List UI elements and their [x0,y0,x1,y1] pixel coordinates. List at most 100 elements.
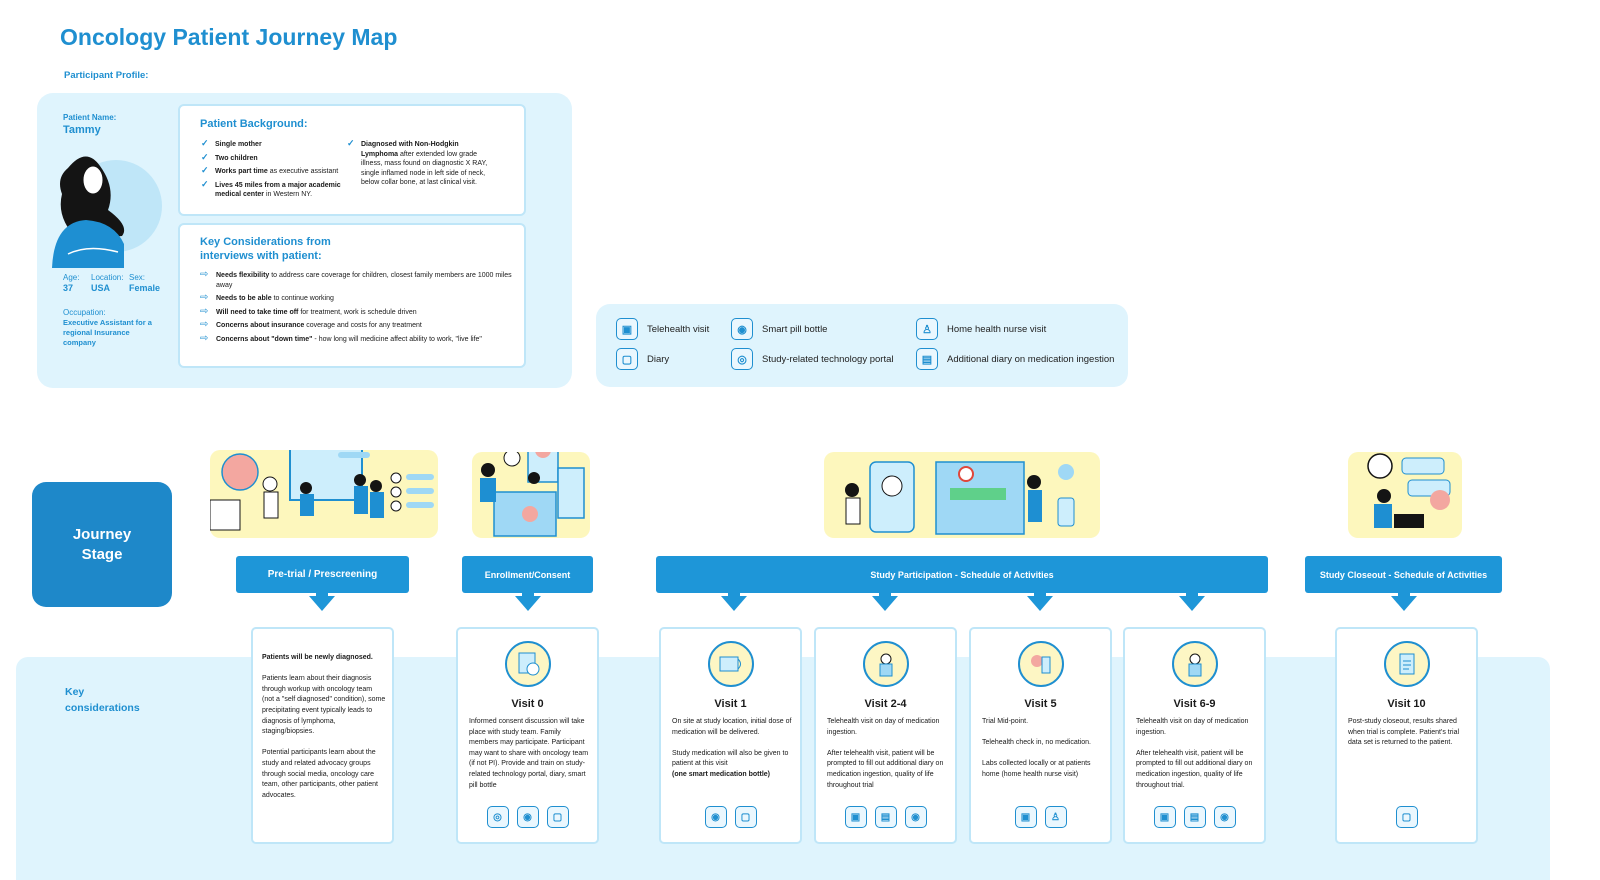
age-stat: Age: 37 [63,273,79,293]
occupation-stat: Occupation: Executive Assistant for a re… [63,308,163,348]
background-item: Works part time as executive assistant [200,166,350,177]
visit-card-0: Visit 0 Informed consent discussion will… [456,627,599,844]
visit-icons: ▢ [1337,806,1476,828]
consideration-item: Concerns about "down time" - how long wi… [200,334,518,345]
journey-stage-text: Journey Stage [72,525,132,563]
background-item: Single mother [200,139,350,150]
journey-stage-label: Journey Stage [32,482,172,607]
participant-profile-label: Participant Profile: [64,70,149,81]
visit-title: Visit 6-9 [1173,698,1216,710]
visit-card-1: Visit 1 On site at study location, initi… [659,627,802,844]
legend-diary: ▢ Diary [616,348,669,370]
location-stat: Location: USA [91,273,123,293]
key-considerations-label: Key considerations [65,686,140,714]
legend-med-diary: ▤ Additional diary on medication ingesti… [916,348,1114,370]
considerations-list: Needs flexibility to address care covera… [200,270,518,348]
age-value: 37 [63,283,74,293]
sex-label: Sex: [129,273,146,282]
visit-card-10: Visit 10 Post-study closeout, results sh… [1335,627,1478,844]
enrollment-illustration [472,441,590,538]
visit-text: Trial Mid-point. Telehealth check in, no… [982,718,1091,778]
down-arrow-icon [1027,596,1053,611]
consideration-item: Needs flexibility to address care covera… [200,270,518,290]
doctor-icon [862,641,909,687]
stage-pretrial: Pre-trial / Prescreening [236,556,409,593]
visit-icons: ▣ ▤ ◉ [816,806,955,828]
legend-pill-bottle: ◉ Smart pill bottle [731,318,827,340]
nurse-icon: ♙ [916,318,938,340]
closeout-illustration [1348,452,1462,538]
visit-title: Visit 2-4 [864,698,907,710]
background-title: Patient Background: [200,118,308,130]
down-arrow-icon [872,596,898,611]
avatar [38,148,168,268]
visit-icons: ◉ ▢ [661,806,800,828]
page-title: Oncology Patient Journey Map [60,24,398,50]
visit-card-6-9: Visit 6-9 Telehealth visit on day of med… [1123,627,1266,844]
background-item: Lives 45 miles from a major academic med… [200,180,350,200]
occupation-value: Executive Assistant for a regional Insur… [63,318,152,347]
legend-nurse: ♙ Home health nurse visit [916,318,1046,340]
occupation-label: Occupation: [63,308,106,317]
background-item: Two children [200,153,350,164]
down-arrow-icon [515,596,541,611]
stage-participation: Study Participation - Schedule of Activi… [656,556,1268,593]
diary-icon: ▢ [1395,806,1418,828]
telehealth-icon: ▣ [616,318,638,340]
visit-text: Informed consent discussion will take pl… [469,718,589,789]
location-value: USA [91,283,111,293]
nurse-icon: ♙ [1044,806,1067,828]
diary-icon: ▢ [616,348,638,370]
consideration-item: Will need to take time off for treatment… [200,307,518,318]
telehealth-icon: ▣ [1153,806,1176,828]
telehealth-icon: ▣ [844,806,867,828]
visit-text: Telehealth visit on day of medication in… [1136,718,1253,789]
background-list-right: Diagnosed with Non-Hodgkin Lymphoma afte… [346,139,496,192]
visit-text: On site at study location, initial dose … [672,718,792,778]
clipboard-icon [1383,641,1430,687]
sex-stat: Sex: Female [129,273,160,293]
considerations-title: Key Considerations from interviews with … [200,236,331,262]
down-arrow-icon [1391,596,1417,611]
pill-bottle-icon: ◉ [516,806,539,828]
portal-icon: ◎ [731,348,753,370]
background-item: Diagnosed with Non-Hodgkin Lymphoma afte… [346,139,496,188]
doctor-icon [1171,641,1218,687]
down-arrow-icon [721,596,747,611]
down-arrow-icon [309,596,335,611]
visit-title: Visit 10 [1387,698,1426,710]
pill-bottle-icon: ◉ [904,806,927,828]
med-diary-icon: ▤ [874,806,897,828]
legend-label: Diary [647,353,670,365]
background-list-left: Single mother Two children Works part ti… [200,139,350,204]
pill-bottle-icon: ◉ [1213,806,1236,828]
pretrial-card: Patients will be newly diagnosed. Patien… [251,627,394,844]
prescreening-illustration [209,438,438,538]
sex-value: Female [129,283,161,293]
consent-form-icon [504,641,551,687]
patient-name-label: Patient Name: [63,113,117,122]
legend-portal: ◎ Study-related technology portal [731,348,894,370]
visit-text: Post-study closeout, results shared when… [1348,718,1460,747]
legend-label: Study-related technology portal [762,353,894,365]
lab-icon [1017,641,1064,687]
visit-title: Visit 0 [511,698,544,710]
consideration-item: Concerns about insurance coverage and co… [200,320,518,331]
legend-telehealth: ▣ Telehealth visit [616,318,709,340]
visit-title: Visit 5 [1024,698,1057,710]
visit-text: Telehealth visit on day of medication in… [827,718,944,789]
diary-icon: ▢ [546,806,569,828]
telehealth-icon: ▣ [1014,806,1037,828]
portal-icon: ◎ [486,806,509,828]
med-diary-icon: ▤ [1183,806,1206,828]
telehealth-device-icon [707,641,754,687]
diary-icon: ▢ [734,806,757,828]
icon-legend: ▣ Telehealth visit ◉ Smart pill bottle ♙… [596,304,1128,387]
down-arrow-icon [1179,596,1205,611]
pill-bottle-icon: ◉ [731,318,753,340]
legend-label: Smart pill bottle [762,323,828,335]
visit-icons: ▣ ▤ ◉ [1125,806,1264,828]
pretrial-lead: Patients will be newly diagnosed. [262,654,373,661]
age-label: Age: [63,273,80,282]
stage-closeout: Study Closeout - Schedule of Activities [1305,556,1502,593]
